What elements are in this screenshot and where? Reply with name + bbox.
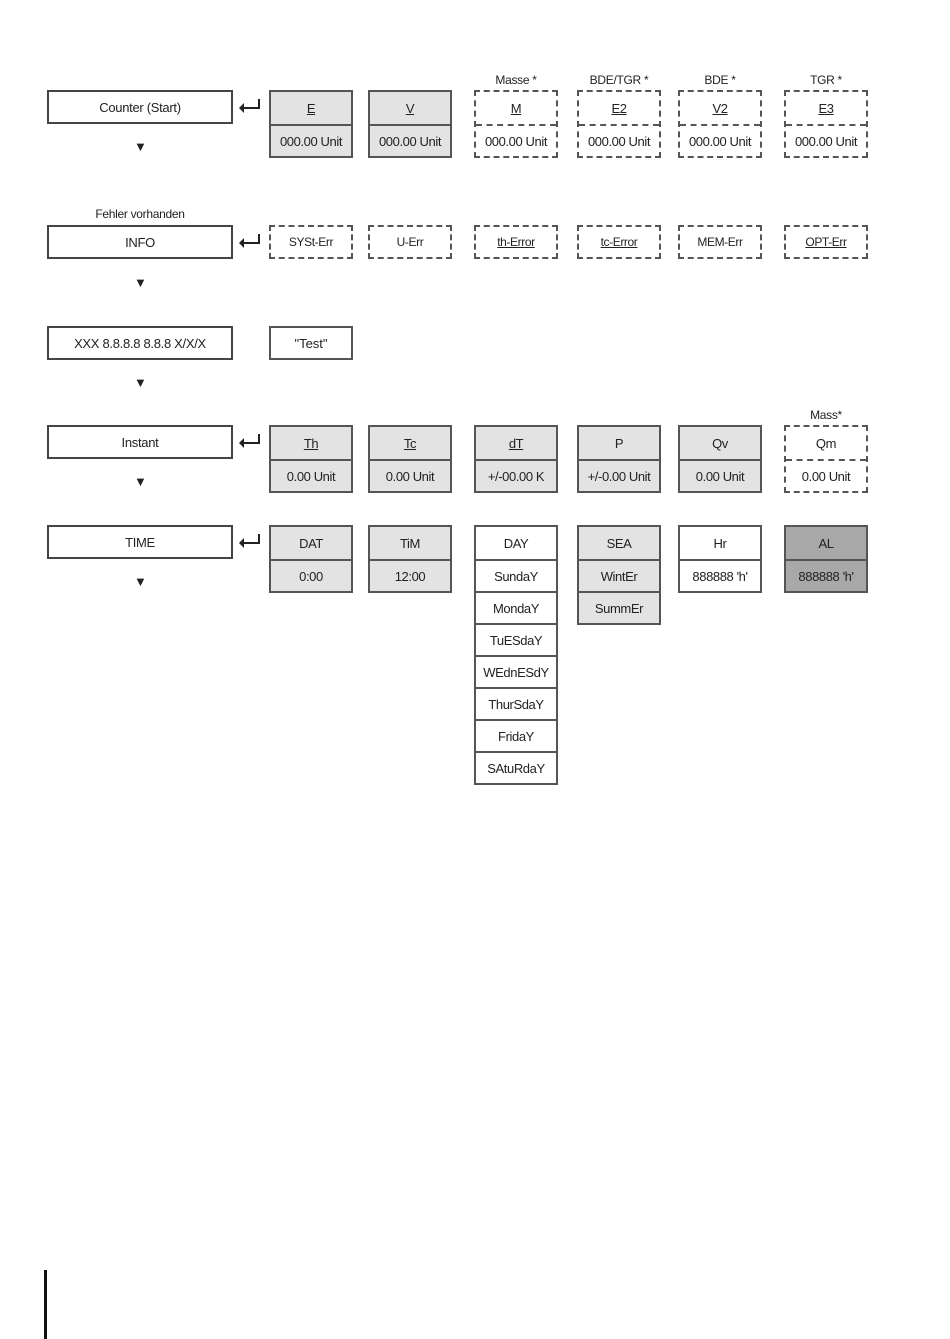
counter-e2-value: 000.00 Unit <box>579 124 659 156</box>
page-margin-line <box>44 1270 47 1339</box>
time-tim-box: TiM 12:00 <box>368 525 452 593</box>
day-saturday: SAtuRdaY <box>476 751 556 783</box>
enter-icon <box>239 99 260 113</box>
segment-test-box: XXX 8.8.8.8 8.8.8 X/X/X <box>47 326 233 360</box>
day-tuesday: TuESdaY <box>476 623 556 655</box>
time-tim-title: TiM <box>370 527 450 559</box>
counter-v-value: 000.00 Unit <box>370 124 450 156</box>
time-day-box: DAY SundaY MondaY TuESdaY WEdnESdY ThurS… <box>474 525 558 785</box>
instant-qm-title: Qm <box>815 435 837 451</box>
time-hr-box: Hr 888888 'h' <box>678 525 762 593</box>
label-bde: BDE * <box>704 73 736 87</box>
time-dat-box: DAT 0:00 <box>269 525 353 593</box>
label-masse: Masse * <box>495 73 537 87</box>
day-friday: FridaY <box>476 719 556 751</box>
time-box: TIME <box>47 525 233 559</box>
time-sea-title: SEA <box>579 527 659 559</box>
counter-start-box: Counter (Start) <box>47 90 233 124</box>
instant-qv-title: Qv <box>680 427 760 459</box>
enter-icon <box>239 534 260 548</box>
counter-m-title: M <box>510 100 522 116</box>
instant-dt-title: dT <box>476 427 556 459</box>
counter-v2-value: 000.00 Unit <box>680 124 760 156</box>
label-mass: Mass* <box>810 408 842 422</box>
day-monday: MondaY <box>476 591 556 623</box>
time-sea-box: SEA WintEr SummEr <box>577 525 661 625</box>
counter-m-box: M 000.00 Unit <box>474 90 558 158</box>
counter-e3-value: 000.00 Unit <box>786 124 866 156</box>
instant-th-title: Th <box>271 427 351 459</box>
time-day-title: DAY <box>503 535 529 551</box>
counter-v-box: V 000.00 Unit <box>368 90 452 158</box>
label-fehler-vorhanden: Fehler vorhanden <box>95 207 185 221</box>
time-al-box: AL 888888 'h' <box>784 525 868 593</box>
counter-e2-box: E2 000.00 Unit <box>577 90 661 158</box>
enter-icon <box>239 234 260 248</box>
down-arrow-icon: ▼ <box>134 375 147 390</box>
counter-m-value: 000.00 Unit <box>476 124 556 156</box>
instant-dt-box: dT +/-00.00 K <box>474 425 558 493</box>
instant-tc-box: Tc 0.00 Unit <box>368 425 452 493</box>
time-tim-value: 12:00 <box>370 559 450 591</box>
day-thursday: ThurSdaY <box>476 687 556 719</box>
label-bde-tgr: BDE/TGR * <box>589 73 649 87</box>
instant-tc-value: 0.00 Unit <box>370 459 450 491</box>
instant-th-value: 0.00 Unit <box>271 459 351 491</box>
time-al-value: 888888 'h' <box>786 559 866 591</box>
label-tgr: TGR * <box>810 73 842 87</box>
time-hr-value: 888888 'h' <box>680 559 760 591</box>
counter-e-value: 000.00 Unit <box>271 124 351 156</box>
down-arrow-icon: ▼ <box>134 139 147 154</box>
u-err-box: U-Err <box>368 225 452 259</box>
instant-th-box: Th 0.00 Unit <box>269 425 353 493</box>
counter-e3-box: E3 000.00 Unit <box>784 90 868 158</box>
down-arrow-icon: ▼ <box>134 574 147 589</box>
instant-p-title: P <box>579 427 659 459</box>
time-hr-title: Hr <box>713 535 727 551</box>
instant-qm-box: Qm 0.00 Unit <box>784 425 868 493</box>
counter-e-title: E <box>271 92 351 124</box>
day-sunday: SundaY <box>476 559 556 591</box>
sea-winter: WintEr <box>579 559 659 591</box>
enter-icon <box>239 434 260 448</box>
time-dat-title: DAT <box>271 527 351 559</box>
counter-v2-title: V2 <box>712 100 728 116</box>
instant-p-box: P +/-0.00 Unit <box>577 425 661 493</box>
counter-e2-title: E2 <box>611 100 627 116</box>
down-arrow-icon: ▼ <box>134 474 147 489</box>
counter-e-box: E 000.00 Unit <box>269 90 353 158</box>
instant-box: Instant <box>47 425 233 459</box>
time-dat-value: 0:00 <box>271 559 351 591</box>
instant-qv-value: 0.00 Unit <box>680 459 760 491</box>
sea-summer: SummEr <box>579 591 659 623</box>
tc-error-box: tc-Error <box>577 225 661 259</box>
info-box: INFO <box>47 225 233 259</box>
test-box: "Test" <box>269 326 353 360</box>
day-wednesday: WEdnESdY <box>476 655 556 687</box>
mem-err-box: MEM-Err <box>678 225 762 259</box>
down-arrow-icon: ▼ <box>134 275 147 290</box>
instant-qm-value: 0.00 Unit <box>786 459 866 491</box>
th-error-box: th-Error <box>474 225 558 259</box>
instant-p-value: +/-0.00 Unit <box>579 459 659 491</box>
counter-e3-title: E3 <box>818 100 834 116</box>
counter-v-title: V <box>370 92 450 124</box>
time-al-title: AL <box>786 527 866 559</box>
counter-v2-box: V2 000.00 Unit <box>678 90 762 158</box>
instant-qv-box: Qv 0.00 Unit <box>678 425 762 493</box>
syst-err-box: SYSt-Err <box>269 225 353 259</box>
instant-dt-value: +/-00.00 K <box>476 459 556 491</box>
opt-err-box: OPT-Err <box>784 225 868 259</box>
instant-tc-title: Tc <box>370 427 450 459</box>
